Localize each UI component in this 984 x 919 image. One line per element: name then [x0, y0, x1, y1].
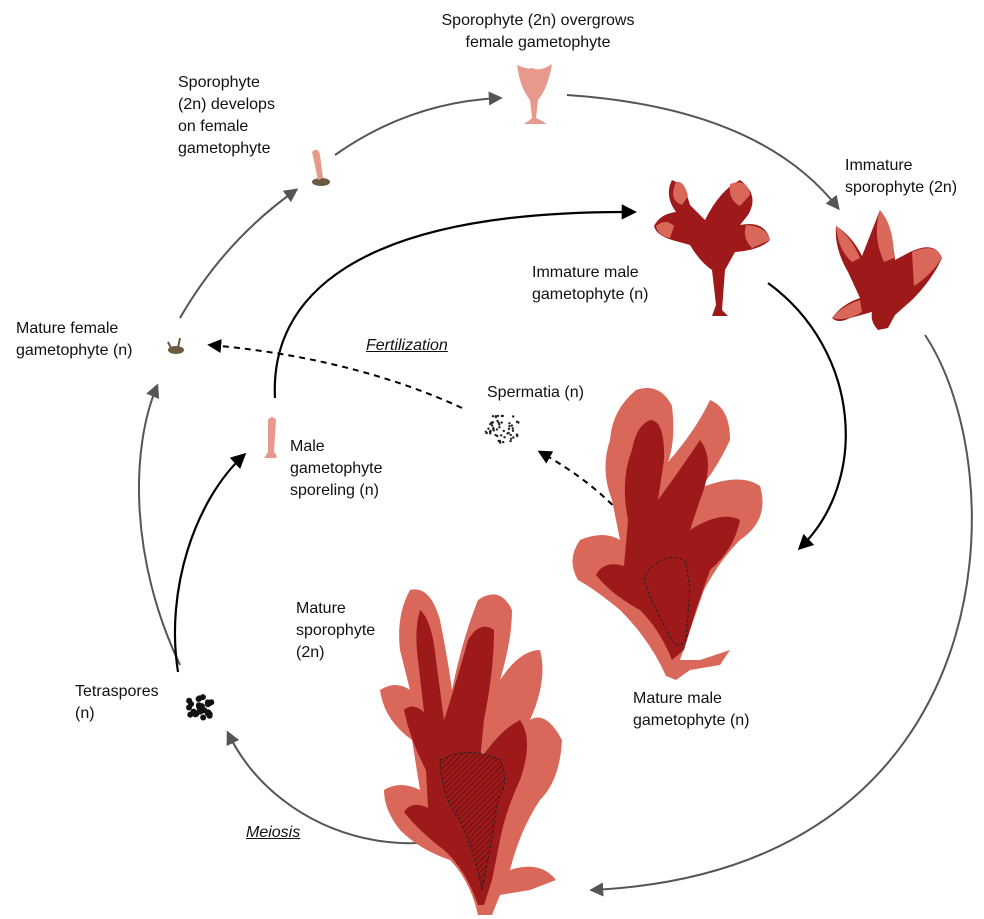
label-fertilization: Fertilization: [366, 337, 448, 354]
spermatium-dot: [500, 414, 503, 418]
arrow-develops-to-overgrows: [334, 91, 503, 156]
immature-sporophyte-icon: [832, 210, 942, 330]
spermatium-dot: [503, 436, 506, 439]
mature-male-gametophyte-icon: [572, 388, 763, 680]
spermatium-dot: [502, 440, 505, 444]
label-spermatia: Spermatia (n): [487, 384, 584, 401]
spermatium-dot: [508, 425, 511, 428]
spermatium-dot: [510, 424, 514, 427]
arrow-tetraspores-to-female: [138, 383, 181, 666]
spermatium-dot: [490, 424, 494, 427]
spermatium-dot: [496, 434, 499, 438]
spermatium-dot: [496, 419, 499, 423]
spermatium-dot: [484, 430, 487, 433]
spermatium-dot: [509, 433, 512, 437]
arrow-sporeling-to-immature-male: [273, 204, 638, 399]
spermatium-dot: [516, 434, 519, 438]
spermatium-dot: [494, 415, 498, 418]
spermatium-dot: [511, 427, 514, 430]
young-sporophyte-icon: [517, 64, 552, 124]
spermatia-dots: [484, 414, 520, 444]
label-mature-male-gametophyte: Mature male gametophyte (n): [633, 690, 750, 729]
mature-female-gametophyte-icon: [167, 337, 184, 354]
spermatium-dot: [487, 427, 490, 430]
spermatium-dot: [511, 429, 515, 432]
label-tetraspores: Tetraspores (n): [75, 683, 159, 722]
spermatium-dot: [489, 429, 492, 433]
spermatium-dot: [509, 437, 513, 440]
spermatium-dot: [491, 415, 495, 418]
arrow-overgrows-to-immature-sporophyte: [566, 94, 840, 211]
arrow-mature-male-to-spermatia: [537, 450, 661, 579]
spermatium-dot: [515, 420, 519, 423]
arrow-immature-male-to-mature-male: [767, 282, 847, 551]
label-sporophyte-develops: Sporophyte (2n) develops on female gamet…: [178, 74, 275, 157]
spermatium-dot: [492, 428, 495, 431]
spermatium-dot: [495, 428, 499, 431]
tetraspore-dot: [200, 714, 207, 721]
spermatium-dot: [512, 415, 515, 418]
tetraspore-dot: [192, 711, 199, 718]
spermatium-dot: [500, 434, 503, 437]
spermatium-dot: [512, 436, 515, 439]
spermatium-dot: [498, 423, 501, 426]
label-immature-male-gametophyte: Immature male gametophyte (n): [532, 264, 649, 303]
spermatium-dot: [502, 429, 505, 433]
mature-sporophyte-icon: [380, 589, 562, 915]
arrow-tetraspores-to-male-sporeling: [173, 452, 247, 673]
immature-male-gametophyte-icon: [654, 180, 770, 316]
spermatium-dot: [496, 414, 500, 418]
spermatium-dot: [507, 427, 511, 431]
spermatium-dot: [500, 421, 503, 424]
male-sporeling-icon: [264, 417, 277, 458]
spermatium-dot: [497, 421, 500, 424]
label-mature-sporophyte: Mature sporophyte (2n): [296, 600, 376, 661]
tetraspore-dots: [186, 694, 215, 721]
spermatium-dot: [490, 421, 493, 424]
label-sporophyte-overgrows: Sporophyte (2n) overgrows female gametop…: [441, 12, 635, 51]
female-gametophyte-sporophyte-icon: [312, 149, 330, 186]
label-male-sporeling: Male gametophyte sporeling (n): [290, 438, 383, 499]
spermatium-dot: [509, 439, 512, 443]
label-immature-sporophyte: Immature sporophyte (2n): [845, 157, 958, 196]
arrow-female-to-sporophyte-develops: [179, 188, 299, 319]
tetraspore-dot: [188, 701, 195, 707]
spermatium-dot: [508, 422, 511, 425]
spermatium-dot: [506, 432, 509, 435]
spermatium-dot: [499, 441, 502, 444]
tetraspore-dot: [196, 695, 203, 702]
tetraspore-dot: [206, 700, 213, 707]
tetraspore-dot: [197, 708, 204, 715]
label-mature-female-gametophyte: Mature female gametophyte (n): [16, 320, 133, 359]
arrow-spermatia-to-female: [207, 339, 463, 409]
spermatium-dot: [498, 426, 501, 429]
tetraspore-dot: [204, 710, 211, 717]
arrow-immature-to-mature-sporophyte: [589, 334, 973, 897]
tetraspore-dot: [196, 704, 203, 710]
label-meiosis: Meiosis: [246, 824, 301, 841]
